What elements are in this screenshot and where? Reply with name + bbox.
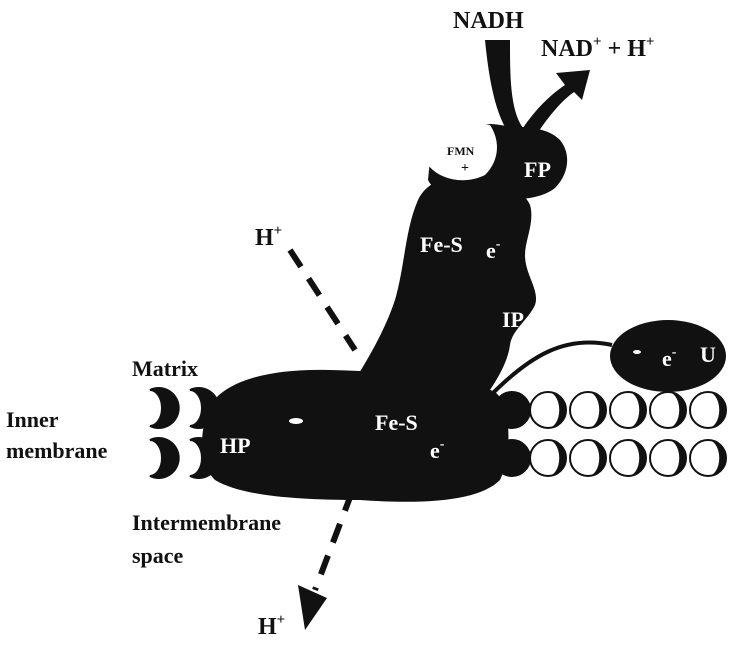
proton-path-upper xyxy=(290,250,355,350)
nadh-label: NADH xyxy=(453,8,524,34)
fp-label: FP xyxy=(524,157,551,182)
ip-label: IP xyxy=(502,307,524,332)
matrix-label: Matrix xyxy=(132,356,198,381)
h-plus-top-label: H+ xyxy=(255,223,282,251)
fes-lower-label: Fe-S xyxy=(375,410,418,435)
intermembrane-label-line2: space xyxy=(132,543,184,568)
proton-arrowhead xyxy=(298,585,327,630)
proton-path-lower xyxy=(315,492,352,590)
u-label: U xyxy=(700,342,716,367)
hp-speck xyxy=(289,418,303,424)
nad-plus-label: NAD+ + H+ xyxy=(541,34,654,62)
fmn-plus-label: + xyxy=(461,161,469,176)
hp-label: HP xyxy=(220,433,251,458)
membrane-lipids-right xyxy=(494,392,726,476)
u-speck xyxy=(633,350,641,354)
intermembrane-label-line1: Intermembrane xyxy=(132,510,281,535)
peripheral-arm xyxy=(355,177,536,390)
h-plus-bottom-label: H+ xyxy=(258,612,285,640)
fes-upper-label: Fe-S xyxy=(420,232,463,257)
inner-membrane-label-line1: Inner xyxy=(6,407,59,432)
inner-membrane-label-line2: membrane xyxy=(6,438,108,463)
fmn-label: FMN xyxy=(447,144,475,158)
